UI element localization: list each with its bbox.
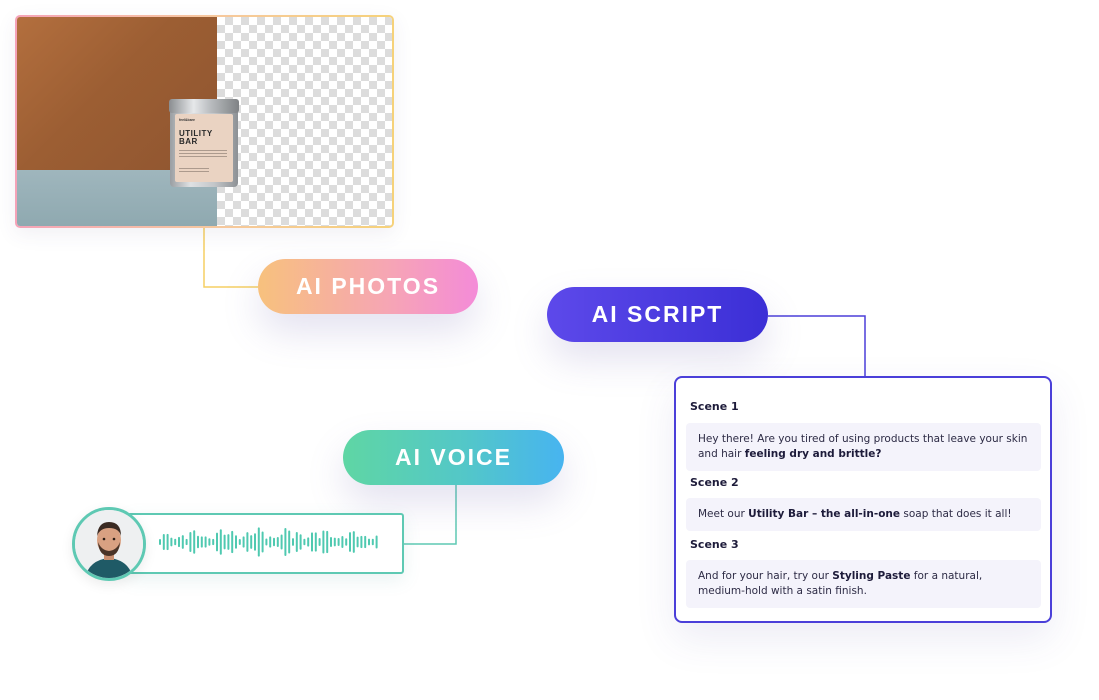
waveform-bar [280, 534, 283, 550]
jar-brand: feel&bare [179, 118, 195, 122]
person-avatar [72, 507, 146, 581]
waveform-bar [181, 535, 184, 549]
script-connector [768, 315, 866, 376]
waveform-bar [303, 538, 306, 546]
waveform-bar [238, 538, 241, 546]
waveform-bar [246, 532, 249, 552]
product-photo: feel&bare UTILITY BAR [17, 17, 392, 226]
script-card[interactable]: Scene 1 Hey there! Are you tired of usin… [674, 376, 1052, 623]
ai-photos-pill[interactable]: AI PHOTOS [258, 259, 478, 314]
waveform-bar [330, 537, 332, 547]
waveform-bar [314, 532, 317, 552]
scene-2-text: Meet our Utility Bar – the all-in-one so… [686, 498, 1041, 531]
waveform-bar [166, 533, 169, 551]
scene-2-text-b: soap that does it all! [900, 508, 1012, 520]
waveform-bar [223, 534, 226, 550]
waveform-bar [178, 536, 180, 548]
ai-script-pill[interactable]: AI SCRIPT [547, 287, 768, 342]
waveform-bar [371, 538, 374, 546]
waveform-bar [333, 537, 336, 547]
waveform-bar [193, 530, 196, 554]
waveform-bar [311, 532, 313, 552]
waveform-bar [337, 537, 340, 547]
waveform-bar [299, 534, 302, 550]
waveform-bar [170, 537, 173, 547]
scene-3-text: And for your hair, try our Styling Paste… [686, 560, 1041, 608]
scene-2-bold: Utility Bar – the all-in-one [748, 508, 901, 520]
waveform-bar [242, 536, 245, 548]
waveform-bar [257, 527, 260, 557]
waveform-bar [212, 538, 215, 546]
scene-3-text-b: for a natural, medium-hold with a satin … [698, 570, 983, 597]
waveform-bar [368, 538, 370, 546]
waveform-bar [307, 537, 310, 547]
waveform-bar [162, 533, 165, 551]
waveform-bar [341, 536, 344, 548]
waveform-bar [356, 536, 359, 548]
scene-3-text-a: And for your hair, try our [698, 570, 833, 582]
waveform-bar [326, 530, 329, 554]
jar-title: UTILITY BAR [179, 129, 213, 146]
waveform-bar [375, 535, 378, 549]
jar-lid [169, 99, 239, 113]
scene-1-text: Hey there! Are you tired of using produc… [686, 423, 1041, 471]
waveform-bar [250, 535, 253, 549]
waveform-bar [352, 531, 355, 553]
photos-connector [203, 224, 258, 288]
jar-label: feel&bare UTILITY BAR [175, 114, 233, 182]
waveform-bar [284, 528, 287, 556]
waveform-bar [318, 537, 321, 547]
scene-1-bold: feeling dry and brittle? [744, 448, 882, 460]
waveform-bar [189, 532, 192, 552]
waveform-bar [349, 532, 351, 552]
product-jar: feel&bare UTILITY BAR [169, 99, 239, 187]
waveform-bar [235, 535, 237, 549]
waveform-bar [174, 538, 177, 546]
voice-waveform-card[interactable] [127, 513, 404, 574]
waveform-bar [261, 531, 264, 553]
waveform-bar [364, 535, 367, 549]
waveform-bar [185, 538, 188, 546]
waveform-bar [254, 533, 256, 551]
scene-3-bold: Styling Paste [832, 570, 911, 582]
waveform-bar [216, 532, 218, 552]
waveform-bar [273, 537, 275, 547]
jar-fine-print [179, 150, 227, 158]
waveform-bar [265, 538, 268, 546]
scene-2-text-a: Meet our [698, 508, 749, 520]
scene-2-label: Scene 2 [690, 476, 739, 489]
waveform-bar [295, 531, 298, 553]
waveform-bar [204, 536, 207, 548]
ai-voice-pill[interactable]: AI VOICE [343, 430, 564, 485]
waveform-bar [200, 536, 203, 548]
scene-1-text-a: Hey there! Are you tired of using produc… [698, 433, 1028, 460]
scene-3-label: Scene 3 [690, 538, 739, 551]
scene-1-label: Scene 1 [690, 400, 739, 413]
waveform-bar [292, 538, 294, 546]
waveform-bar [159, 539, 161, 545]
waveform-bar [227, 534, 230, 550]
jar-fine-print-2 [179, 168, 209, 174]
waveform-bar [208, 538, 211, 546]
voice-connector [402, 485, 457, 545]
audio-waveform-icon [159, 527, 378, 557]
waveform-bar [197, 535, 199, 549]
waveform-bar [360, 535, 363, 549]
waveform-bar [322, 530, 325, 554]
waveform-bar [219, 529, 222, 555]
person-avatar-icon [75, 510, 143, 578]
transparent-background [217, 17, 392, 226]
waveform-bar [288, 530, 291, 554]
waveform-bar [269, 536, 272, 548]
waveform-bar [276, 537, 279, 547]
product-photo-card[interactable]: feel&bare UTILITY BAR [15, 15, 394, 228]
waveform-bar [231, 530, 234, 554]
waveform-bar [345, 538, 348, 546]
